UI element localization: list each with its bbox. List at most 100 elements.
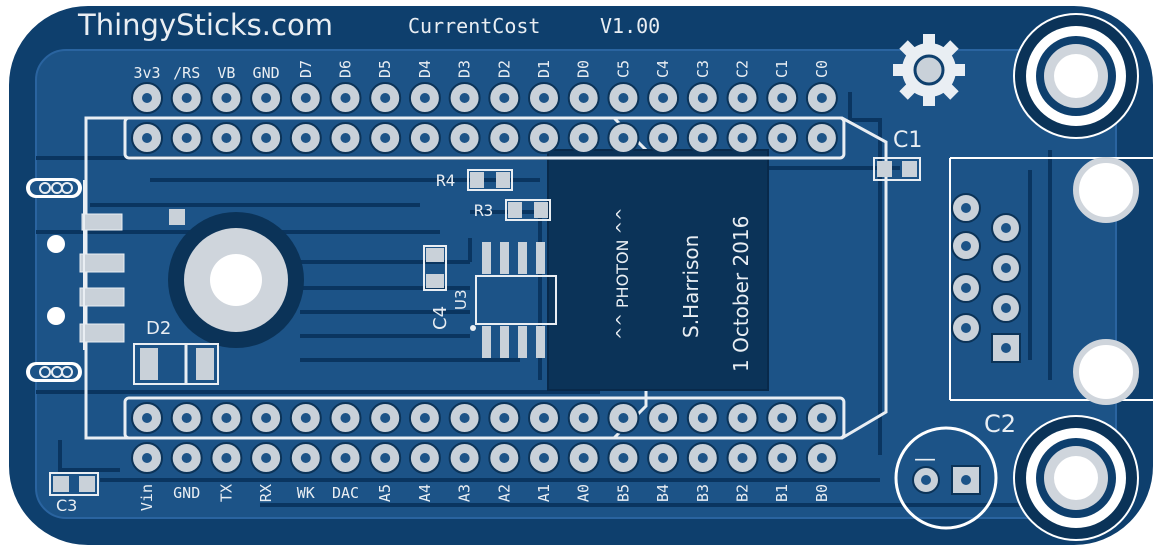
bottom-outer-pin-hole bbox=[261, 453, 272, 463]
top-inner-pin-hole bbox=[578, 133, 589, 143]
bottom-inner-pin-hole bbox=[578, 413, 589, 423]
top-pin-label: D5 bbox=[376, 60, 394, 78]
top-outer-pin-hole bbox=[380, 93, 391, 103]
bottom-inner-pin-hole bbox=[539, 413, 549, 423]
bottom-pin-label: Vin bbox=[138, 484, 156, 511]
diode-d2: D2 bbox=[133, 318, 219, 385]
top-pin-label: D3 bbox=[456, 60, 474, 78]
top-pin-label: D0 bbox=[575, 60, 593, 78]
u3-label: U3 bbox=[452, 289, 470, 310]
top-inner-pin-hole bbox=[340, 133, 351, 143]
bottom-inner-pin-hole bbox=[737, 413, 748, 423]
photon-chip-area bbox=[547, 149, 769, 391]
c2-label: C2 bbox=[984, 410, 1016, 438]
header-row-bottom-inner bbox=[123, 396, 846, 440]
version-label: V1.00 bbox=[600, 14, 660, 38]
bottom-pin-label: B2 bbox=[734, 484, 752, 502]
top-inner-pin-hole bbox=[658, 133, 669, 143]
top-outer-pin-hole bbox=[816, 93, 827, 103]
top-inner-pin-hole bbox=[261, 133, 272, 143]
bottom-inner-pin-hole bbox=[499, 413, 510, 423]
top-pin-label: D2 bbox=[495, 60, 513, 78]
gear-icon bbox=[893, 34, 965, 106]
c3-label: C3 bbox=[56, 496, 77, 515]
bottom-inner-pin-hole bbox=[459, 413, 470, 423]
bottom-outer-pin-hole bbox=[181, 453, 192, 463]
bottom-inner-pin-hole bbox=[181, 413, 192, 423]
top-inner-pin-hole bbox=[459, 133, 470, 143]
capacitor-c1: C1 bbox=[873, 128, 922, 181]
bottom-outer-pin-hole bbox=[419, 453, 430, 463]
bottom-pin-label: B4 bbox=[654, 484, 672, 502]
top-inner-pin-hole bbox=[777, 133, 788, 143]
top-pin-label: C3 bbox=[694, 60, 712, 78]
top-outer-pin-hole bbox=[578, 93, 589, 103]
top-inner-pin-hole bbox=[300, 133, 311, 143]
date-label: 1 October 2016 bbox=[729, 216, 753, 372]
top-outer-pin-hole bbox=[340, 93, 351, 103]
mounting-hole-top-right bbox=[1013, 13, 1139, 139]
top-pin-label: C4 bbox=[654, 60, 672, 78]
top-outer-pin-hole bbox=[737, 93, 748, 103]
top-outer-pin-hole bbox=[221, 93, 232, 103]
top-pin-label: D4 bbox=[416, 60, 434, 78]
top-outer-pin-hole bbox=[419, 93, 430, 103]
top-pin-label: /RS bbox=[173, 64, 200, 82]
top-outer-pin-hole bbox=[459, 93, 470, 103]
bottom-pin-label: WK bbox=[297, 484, 315, 502]
c2-polarity-mark: — bbox=[914, 447, 936, 472]
bottom-outer-pin-hole bbox=[221, 453, 232, 463]
side-connector-left bbox=[26, 178, 125, 382]
top-outer-pin-hole bbox=[697, 93, 708, 103]
via-pad bbox=[169, 209, 185, 225]
photon-label: ^^ PHOTON ^^ bbox=[613, 208, 632, 340]
project-name: CurrentCost bbox=[408, 14, 540, 38]
top-outer-pin-hole bbox=[539, 93, 549, 103]
bottom-outer-pin-hole bbox=[697, 453, 708, 463]
bottom-outer-pin-hole bbox=[459, 453, 470, 463]
top-outer-pin-hole bbox=[777, 93, 788, 103]
top-inner-pin-hole bbox=[697, 133, 708, 143]
top-inner-pin-hole bbox=[737, 133, 748, 143]
bottom-pin-label: RX bbox=[257, 484, 275, 502]
brand-title: ThingySticks.com bbox=[77, 8, 333, 42]
top-outer-pin-hole bbox=[142, 93, 152, 103]
top-pin-label: 3v3 bbox=[133, 64, 160, 82]
c1-label: C1 bbox=[893, 128, 922, 153]
bottom-outer-pin-hole bbox=[737, 453, 748, 463]
author-label: S.Harrison bbox=[679, 235, 703, 338]
r3-label: R3 bbox=[474, 201, 493, 220]
bottom-inner-pin-hole bbox=[380, 413, 391, 423]
capacitor-c4: C4 bbox=[423, 245, 451, 330]
bottom-outer-pin-hole bbox=[300, 453, 311, 463]
bottom-inner-pin-hole bbox=[618, 413, 629, 423]
bottom-inner-pin-hole bbox=[221, 413, 232, 423]
bottom-pin-label: A0 bbox=[575, 484, 593, 502]
copper-traces bbox=[36, 92, 1052, 507]
top-pin-label: D7 bbox=[297, 60, 315, 78]
mounting-hole-left bbox=[168, 212, 304, 348]
bottom-inner-pin-hole bbox=[816, 413, 827, 423]
top-outer-pin-hole bbox=[300, 93, 311, 103]
bottom-outer-pin-hole bbox=[340, 453, 351, 463]
top-inner-pin-hole bbox=[618, 133, 629, 143]
top-pin-label: D6 bbox=[337, 60, 355, 78]
bottom-outer-pin-hole bbox=[499, 453, 510, 463]
bottom-pin-label: A1 bbox=[535, 484, 553, 502]
top-outer-pin-hole bbox=[181, 93, 192, 103]
r4-label: R4 bbox=[436, 171, 455, 190]
top-pin-label: C1 bbox=[773, 60, 791, 78]
top-outer-pin-hole bbox=[261, 93, 272, 103]
bottom-inner-pin-hole bbox=[261, 413, 272, 423]
top-inner-pin-hole bbox=[221, 133, 232, 143]
bottom-pin-label: TX bbox=[217, 484, 235, 502]
bottom-pin-label: B1 bbox=[773, 484, 791, 502]
bottom-inner-pin-hole bbox=[419, 413, 430, 423]
top-pin-label: VB bbox=[217, 64, 235, 82]
bottom-outer-pin-hole bbox=[539, 453, 549, 463]
capacitor-c3: C3 bbox=[49, 472, 99, 515]
bottom-inner-pin-hole bbox=[777, 413, 788, 423]
